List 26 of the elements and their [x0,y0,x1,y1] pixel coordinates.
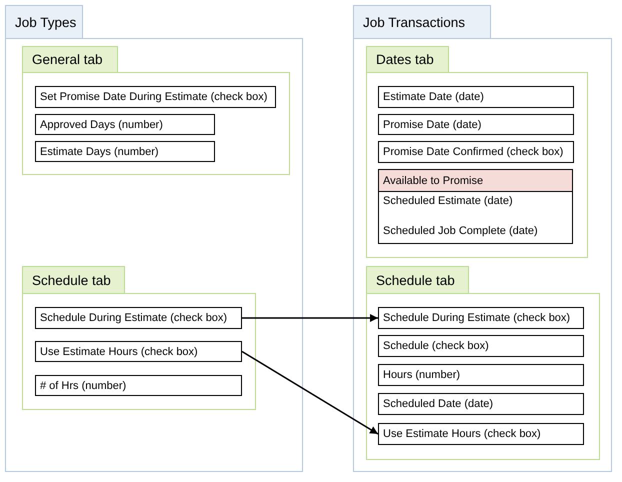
field-group-box [378,169,573,244]
field-box: # of Hrs (number) [35,375,242,396]
field-box: Schedule During Estimate (check box) [35,307,242,329]
field-box: Estimate Date (date) [378,86,574,108]
field-label: Scheduled Estimate (date) [383,195,513,207]
field-box: Promise Date (date) [378,114,574,135]
arrow [242,314,378,322]
section-tab: Dates tab [366,46,449,72]
field-box: Use Estimate Hours (check box) [378,423,584,445]
field-box: Set Promise Date During Estimate (check box) [35,86,276,108]
section-tab: Schedule tab [366,266,469,293]
field-box: Schedule (check box) [378,335,584,357]
group-header: Available to Promise [379,170,572,192]
section-tab: General tab [22,46,118,72]
panel-tab: Job Types [5,5,83,38]
panel-tab: Job Transactions [353,5,491,38]
field-box: Hours (number) [378,364,584,386]
field-box: Scheduled Date (date) [378,393,584,415]
field-box: Schedule During Estimate (check box) [378,307,584,329]
field-box: Promise Date Confirmed (check box) [378,141,574,163]
arrow [242,350,378,435]
field-box: Approved Days (number) [35,114,215,135]
field-box: Use Estimate Hours (check box) [35,341,242,362]
field-box: Estimate Days (number) [35,141,215,162]
field-label: Scheduled Job Complete (date) [383,225,538,237]
section-tab: Schedule tab [22,266,125,293]
